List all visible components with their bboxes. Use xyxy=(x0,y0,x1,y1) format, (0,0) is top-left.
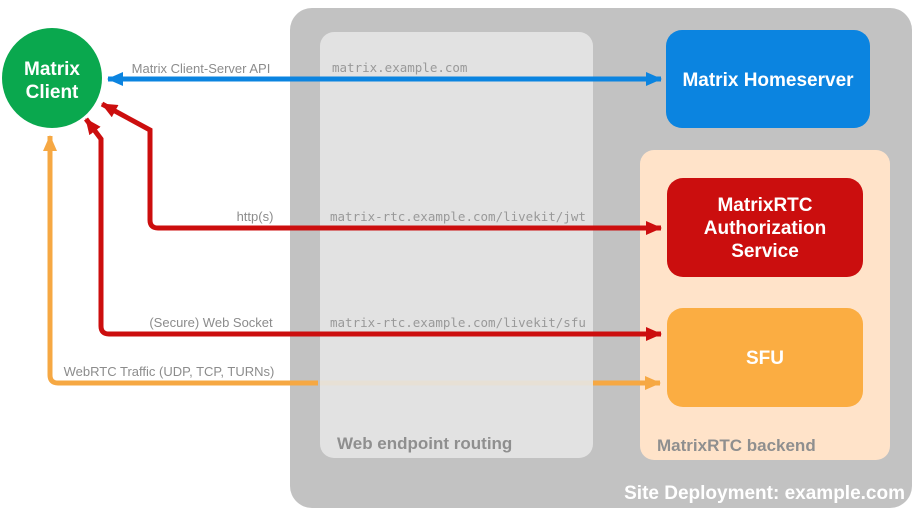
site-deployment-label: Site Deployment: example.com xyxy=(624,483,905,504)
auth-service-label-line2: Authorization xyxy=(704,218,826,239)
auth-service-label-line3: Service xyxy=(731,241,799,262)
endpoint-livekit-jwt: matrix-rtc.example.com/livekit/jwt xyxy=(330,209,586,224)
matrix-client-label-line1: Matrix xyxy=(24,59,80,80)
web-endpoint-routing-label: Web endpoint routing xyxy=(337,434,512,453)
webrtc-label: WebRTC Traffic (UDP, TCP, TURNs) xyxy=(64,364,275,379)
sfu-node xyxy=(667,308,863,407)
https-label: http(s) xyxy=(237,209,274,224)
auth-service-label-line1: MatrixRTC xyxy=(717,195,812,216)
endpoint-matrix-example: matrix.example.com xyxy=(332,60,467,75)
web-endpoint-routing-panel xyxy=(320,32,593,458)
matrix-homeserver-label: Matrix Homeserver xyxy=(682,70,854,91)
auth-service-node xyxy=(667,178,863,277)
webrtc-arrow-left xyxy=(43,135,318,386)
matrix-homeserver-node xyxy=(666,30,870,128)
websocket-label: (Secure) Web Socket xyxy=(149,315,273,330)
endpoint-livekit-sfu: matrix-rtc.example.com/livekit/sfu xyxy=(330,315,586,330)
websocket-arrow xyxy=(84,117,662,341)
client-server-api-label: Matrix Client-Server API xyxy=(132,61,271,76)
matrixrtc-backend-label: MatrixRTC backend xyxy=(657,436,816,455)
matrix-client-label-line2: Client xyxy=(26,82,79,103)
sfu-label: SFU xyxy=(746,348,784,369)
matrix-client-node xyxy=(2,28,102,128)
